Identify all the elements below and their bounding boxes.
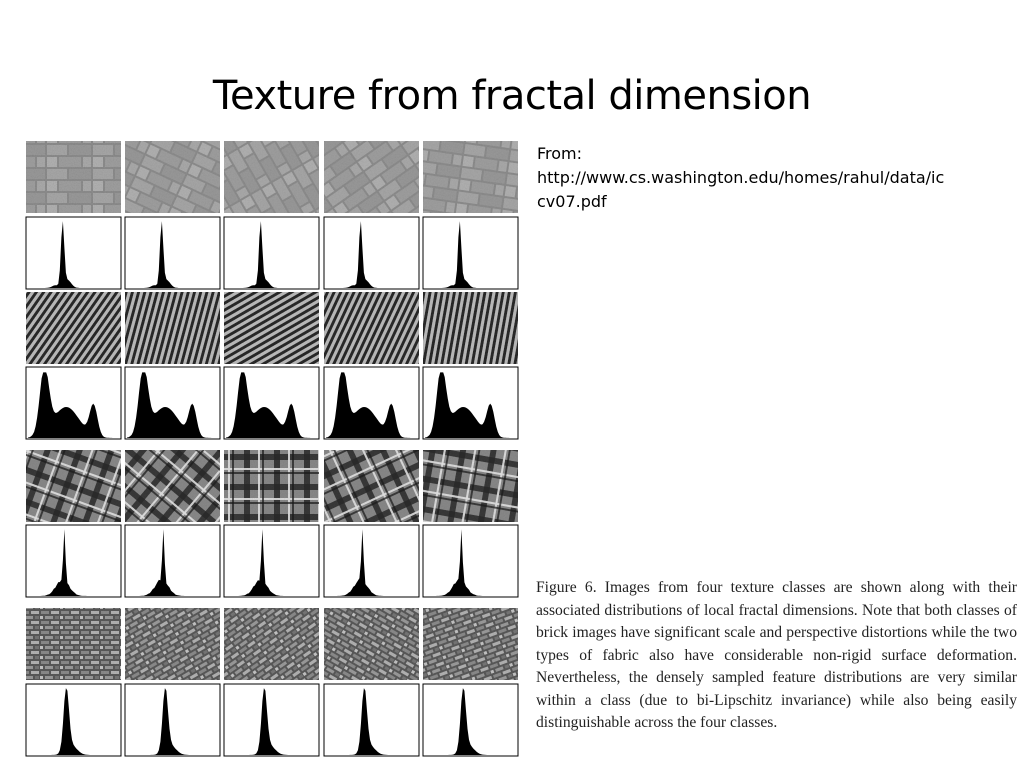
texture-image-rough-brick-4 — [324, 608, 419, 680]
texture-image-stone-brick-1 — [26, 141, 121, 213]
texture-figure-grid — [25, 141, 519, 757]
source-reference: From: http://www.cs.washington.edu/homes… — [537, 142, 944, 214]
histogram-smooth-peak-3 — [223, 683, 320, 757]
histogram-spiky-peak-4 — [323, 524, 420, 598]
histogram-spiky-peak-3 — [223, 524, 320, 598]
texture-image-rough-brick-2 — [125, 608, 220, 680]
slide-title: Texture from fractal dimension — [212, 73, 812, 119]
histogram-smooth-peak-4 — [323, 683, 420, 757]
texture-image-stone-brick-2 — [125, 141, 220, 213]
source-url-line-2[interactable]: cv07.pdf — [537, 192, 607, 211]
texture-image-rough-brick-1 — [26, 608, 121, 680]
texture-image-stone-brick-3 — [224, 141, 319, 213]
histogram-smooth-peak-5 — [422, 683, 519, 757]
histogram-sharp-peak-2 — [124, 216, 221, 290]
histogram-sharp-peak-1 — [25, 216, 122, 290]
texture-image-plaid-fabric-2 — [125, 450, 220, 522]
histogram-spiky-peak-1 — [25, 524, 122, 598]
histogram-sharp-peak-5 — [422, 216, 519, 290]
texture-image-striped-fabric-1 — [26, 292, 121, 364]
texture-image-stone-brick-4 — [324, 141, 419, 213]
histogram-bimodal-1 — [25, 366, 122, 440]
histogram-smooth-peak-2 — [124, 683, 221, 757]
texture-image-plaid-fabric-3 — [224, 450, 319, 522]
source-label: From: — [537, 144, 583, 163]
texture-image-stone-brick-5 — [423, 141, 518, 213]
texture-image-rough-brick-3 — [224, 608, 319, 680]
texture-image-striped-fabric-2 — [125, 292, 220, 364]
histogram-bimodal-4 — [323, 366, 420, 440]
histogram-spiky-peak-2 — [124, 524, 221, 598]
histogram-spiky-peak-5 — [422, 524, 519, 598]
texture-image-plaid-fabric-4 — [324, 450, 419, 522]
texture-image-plaid-fabric-1 — [26, 450, 121, 522]
texture-image-striped-fabric-5 — [423, 292, 518, 364]
histogram-sharp-peak-4 — [323, 216, 420, 290]
source-url-line-1[interactable]: http://www.cs.washington.edu/homes/rahul… — [537, 168, 945, 187]
figure-caption: Figure 6. Images from four texture class… — [536, 579, 1017, 731]
histogram-bimodal-3 — [223, 366, 320, 440]
texture-image-plaid-fabric-5 — [423, 450, 518, 522]
histogram-bimodal-2 — [124, 366, 221, 440]
texture-image-striped-fabric-3 — [224, 292, 319, 364]
texture-image-rough-brick-5 — [423, 608, 518, 680]
histogram-sharp-peak-3 — [223, 216, 320, 290]
histogram-bimodal-5 — [422, 366, 519, 440]
texture-image-striped-fabric-4 — [324, 292, 419, 364]
histogram-smooth-peak-1 — [25, 683, 122, 757]
